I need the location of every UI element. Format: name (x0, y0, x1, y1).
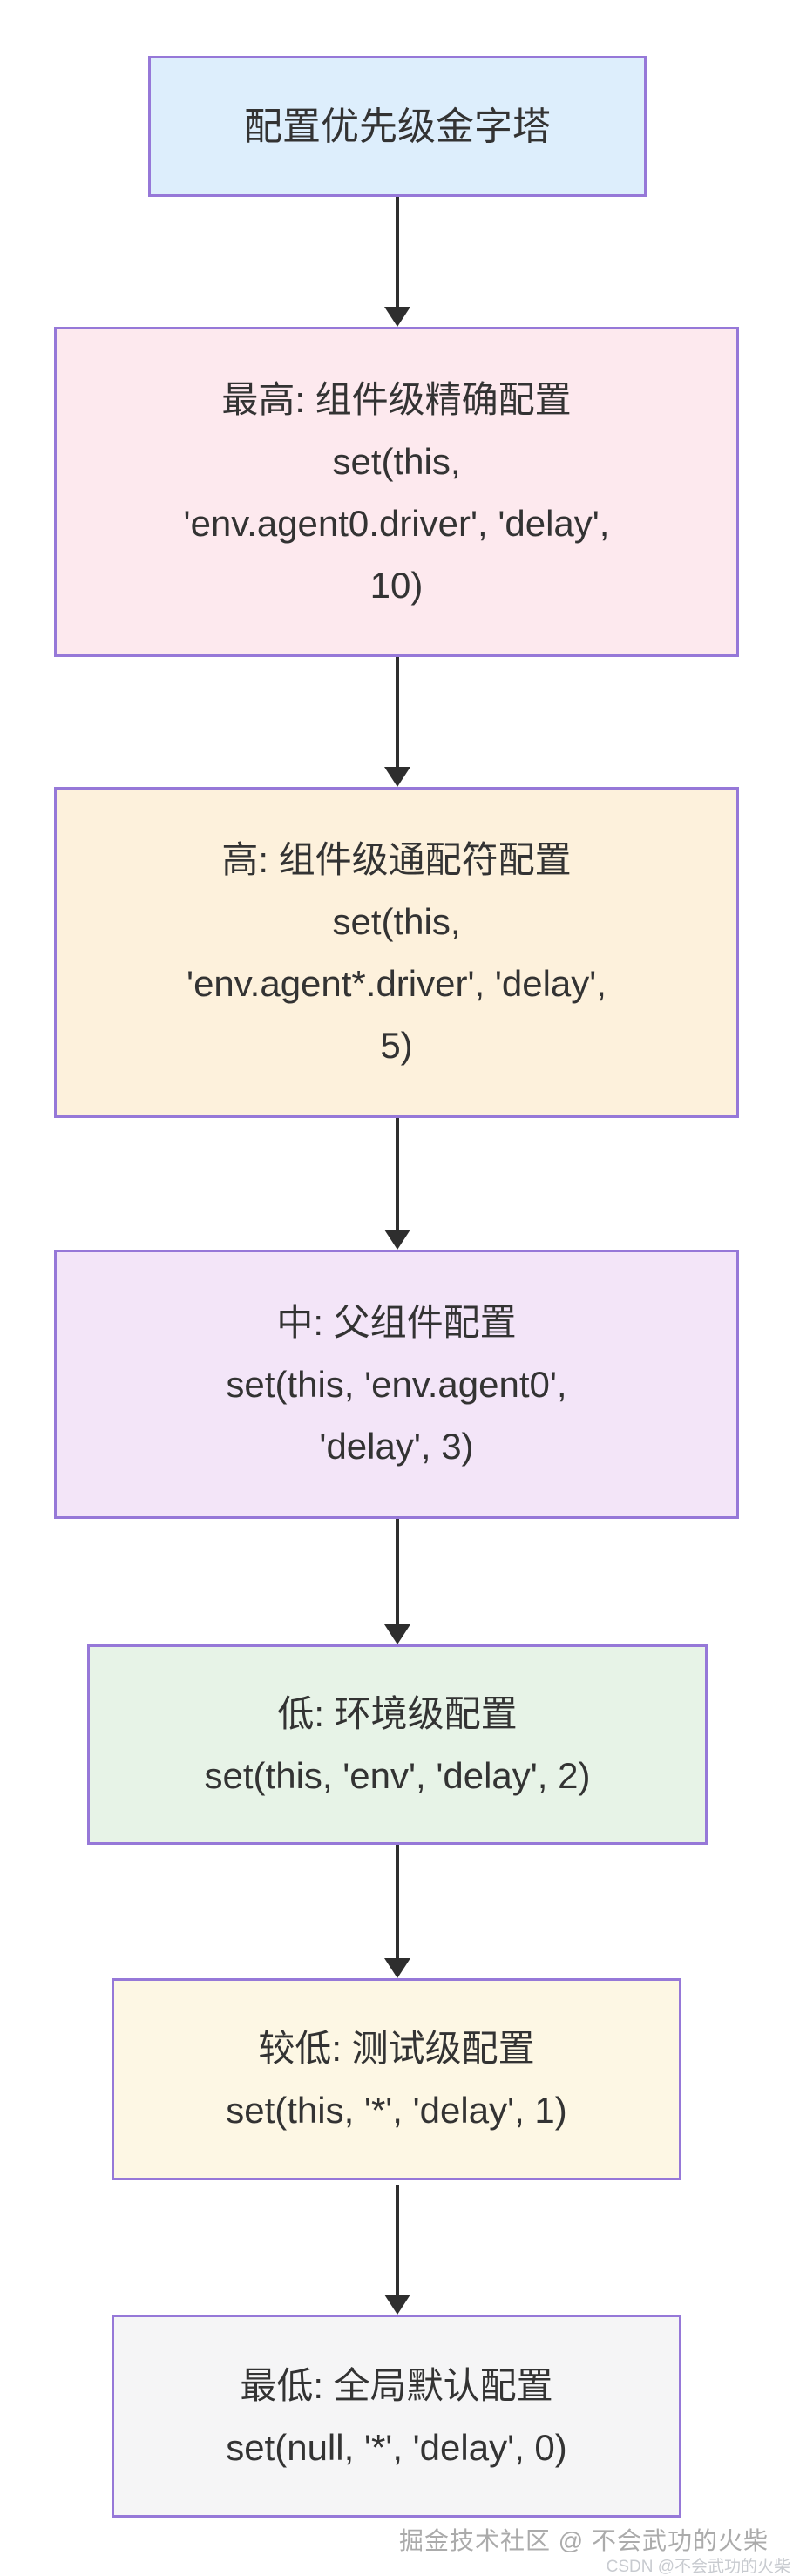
node-text-line: set(this, (332, 901, 461, 942)
arrow-down-icon (371, 1519, 424, 1644)
node-text-line: 最低: 全局默认配置 (240, 2364, 553, 2406)
node-text-line: 低: 环境级配置 (277, 1693, 518, 1734)
node-text-line: set(this, (332, 440, 461, 482)
node-text-line: 10) (369, 564, 424, 606)
node-high-priority: 高: 组件级通配符配置 set(this, 'env.agent*.driver',… (54, 787, 739, 1118)
node-low-priority: 低: 环境级配置 set(this, 'env', 'delay', 2) (87, 1644, 708, 1845)
watermark-csdn: CSDN @不会武功的火柴 (606, 2558, 790, 2576)
node-text-line: 'env.agent0.driver', 'delay', (183, 502, 610, 544)
node-lower-priority: 较低: 测试级配置 set(this, '*', 'delay', 1) (112, 1978, 681, 2180)
node-lowest-priority: 最低: 全局默认配置 set(null, '*', 'delay', 0) (112, 2315, 681, 2518)
node-text-line: set(null, '*', 'delay', 0) (226, 2426, 567, 2468)
arrow-down-icon (371, 657, 424, 787)
node-text-line: set(this, 'env', 'delay', 2) (204, 1755, 591, 1796)
arrow-down-icon (371, 197, 424, 327)
node-text-line: 较低: 测试级配置 (258, 2028, 535, 2069)
node-text-line: 5) (380, 1025, 413, 1066)
node-text-line: set(this, '*', 'delay', 1) (226, 2090, 567, 2131)
node-text-line: set(this, 'env.agent0', (226, 1364, 567, 1405)
node-text-line: 最高: 组件级精确配置 (221, 378, 572, 420)
node-text-line: 'env.agent*.driver', 'delay', (186, 963, 607, 1004)
arrow-down-icon (371, 2185, 424, 2315)
watermark-juejin: 掘金技术社区 @ 不会武功的火柴 (399, 2527, 769, 2554)
arrow-down-icon (371, 1118, 424, 1250)
node-text-line: 'delay', 3) (319, 1426, 474, 1467)
node-text-line: 中: 父组件配置 (276, 1302, 517, 1343)
node-text-line: 高: 组件级通配符配置 (221, 839, 572, 880)
node-text-line: 配置优先级金字塔 (244, 105, 551, 148)
arrow-down-icon (371, 1845, 424, 1978)
node-highest-priority: 最高: 组件级精确配置 set(this, 'env.agent0.driver',… (54, 327, 739, 657)
node-title: 配置优先级金字塔 (148, 56, 647, 197)
node-medium-priority: 中: 父组件配置 set(this, 'env.agent0', 'delay', … (54, 1250, 739, 1519)
